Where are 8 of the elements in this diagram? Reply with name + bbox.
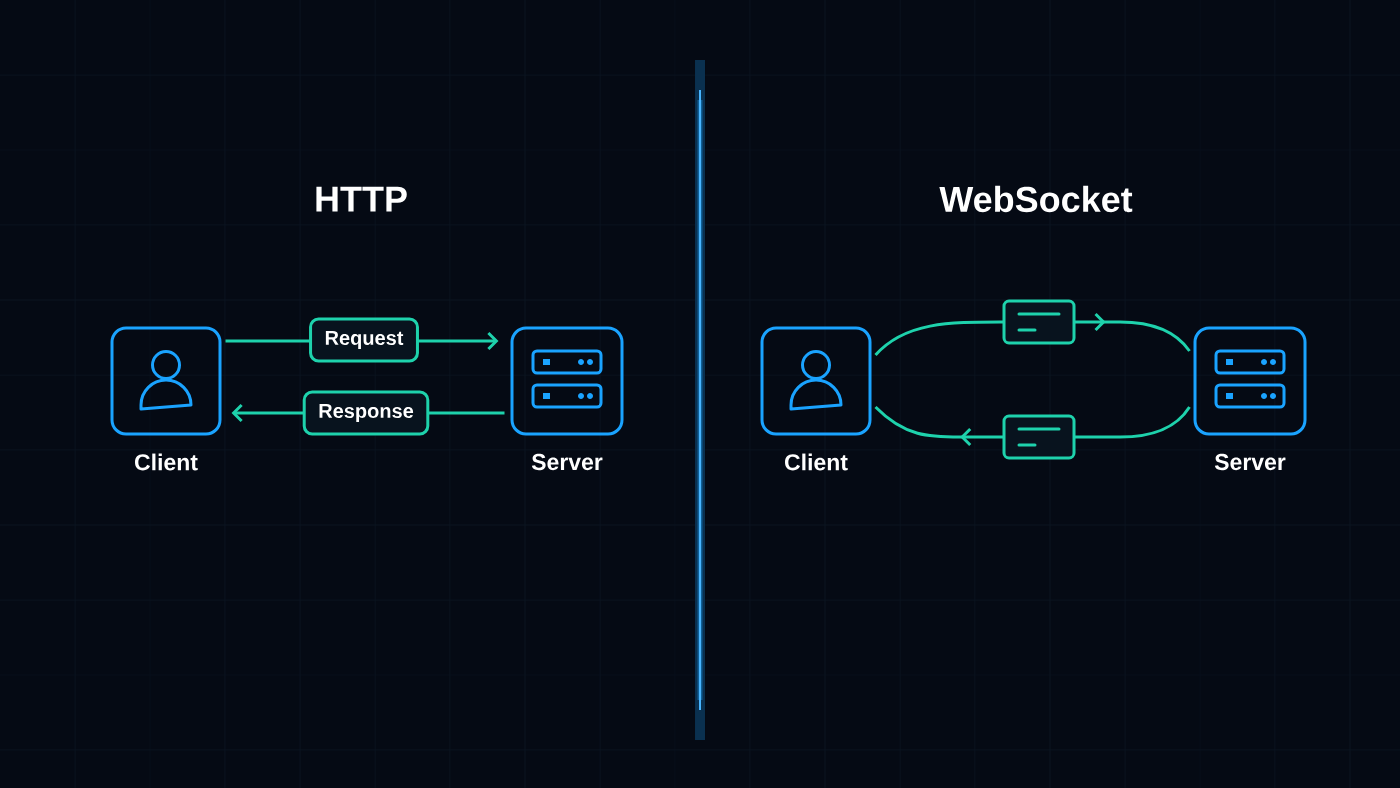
heading: WebSocket: [939, 185, 1133, 213]
node-label: Client: [785, 453, 848, 471]
edge-label: Request: [309, 317, 419, 363]
node-label: Client: [135, 453, 198, 471]
edge-label: Response: [302, 390, 430, 436]
heading: HTTP: [316, 186, 407, 212]
node-label: Server: [531, 453, 603, 471]
node-label: Server: [1214, 453, 1286, 471]
